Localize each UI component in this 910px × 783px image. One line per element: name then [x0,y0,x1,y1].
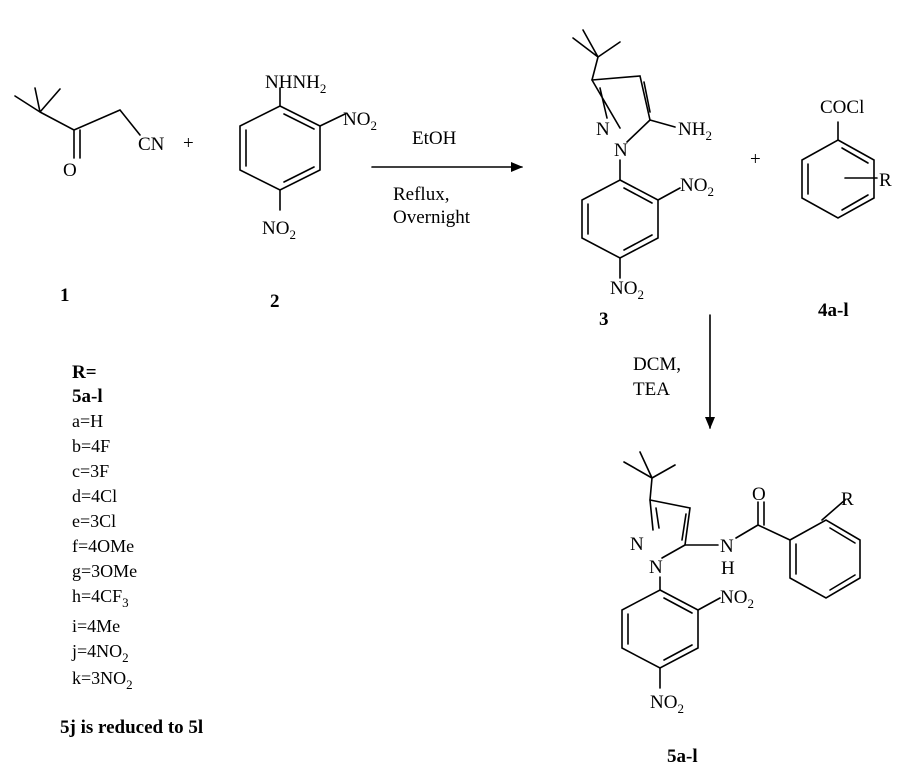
r-item-b: b=4F [72,436,110,456]
compound-3-structure: N N NH2 NO2 NO2 [572,29,714,302]
compound-1-structure: O CN [14,87,165,181]
amide-oxygen-label: O [752,484,766,505]
amide-h-label: H [721,558,735,579]
compound-1-number: 1 [60,285,70,306]
solvent-dcm: DCM, [633,354,681,375]
nitro-para-label: NO2 [262,218,296,242]
compound-2-structure: NHNH2 NO2 NO2 [239,72,377,242]
condition-overnight: Overnight [393,207,471,228]
r-table-group: 5a-l [72,386,103,407]
r-group-label-5: R [841,489,854,510]
amide-n-label: N [720,536,734,557]
nitro-ortho-label-5: NO2 [720,587,754,611]
compound-2-number: 2 [270,291,280,312]
r-item-i: i=4Me [72,616,120,636]
ketone-oxygen-label: O [63,160,77,181]
compound-4-number: 4a-l [818,300,849,321]
r-table-header: R= [72,362,97,383]
r-item-k: k=3NO2 [72,668,133,692]
plus-sign-1: + [183,133,194,154]
plus-sign-2: + [750,149,761,170]
r-item-e: e=3Cl [72,511,116,531]
r-item-d: d=4Cl [72,486,117,506]
r-item-j: j=4NO2 [71,641,129,665]
amine-label: NH2 [678,119,712,143]
compound-5-number: 5a-l [667,746,698,767]
nitro-ortho-label-3: NO2 [680,175,714,199]
nitro-para-label-3: NO2 [610,278,644,302]
nitro-para-label-5: NO2 [650,692,684,716]
nitrile-label: CN [138,134,165,155]
base-tea: TEA [633,379,670,400]
nitro-ortho-label: NO2 [343,109,377,133]
reagent-ethanol: EtOH [412,128,457,149]
r-item-f: f=4OMe [72,536,134,556]
acyl-chloride-label: COCl [820,97,864,118]
reaction-arrow-1: EtOH Reflux, Overnight [371,128,523,228]
pyrazole-n1-label: N [614,140,628,161]
r-item-g: g=3OMe [72,561,137,581]
hydrazine-label: NHNH2 [265,72,326,96]
compound-4-structure: COCl R [801,97,892,219]
r-item-a: a=H [72,411,103,431]
pyrazole-n2-label-5: N [630,534,644,555]
compound-3-number: 3 [599,309,609,330]
compound-5-structure: N N N H O R NO2 NO2 [621,451,861,716]
r-item-c: c=3F [72,461,109,481]
r-item-h: h=4CF3 [72,586,129,610]
condition-reflux: Reflux, [393,184,449,205]
reaction-arrow-2: DCM, TEA [633,314,715,429]
pyrazole-n2-label: N [596,119,610,140]
pyrazole-n1-label-5: N [649,557,663,578]
r-substituent-table: R= 5a-l a=H b=4F c=3F d=4Cl e=3Cl f=4OMe… [60,362,203,738]
r-group-label: R [879,170,892,191]
r-table-footnote: 5j is reduced to 5l [60,717,203,738]
